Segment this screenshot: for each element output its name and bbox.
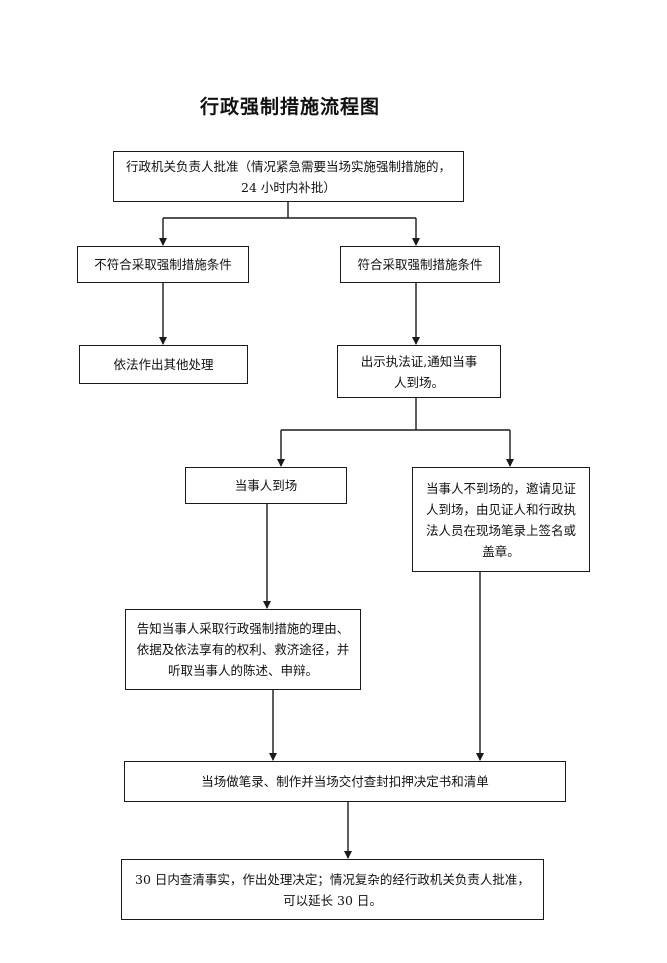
not-meet-conditions-box: 不符合采取强制措施条件 bbox=[77, 246, 249, 283]
other-handling-box: 依法作出其他处理 bbox=[79, 345, 248, 384]
show-certificate-box: 出示执法证,通知当事人到场。 bbox=[337, 345, 501, 398]
party-present-box: 当事人到场 bbox=[185, 467, 347, 504]
party-absent-box: 当事人不到场的，邀请见证人到场，由见证人和行政执法人员在现场笔录上签名或盖章。 bbox=[412, 467, 590, 572]
meet-conditions-box: 符合采取强制措施条件 bbox=[340, 246, 500, 283]
decision-box: 30 日内查清事实，作出处理决定；情况复杂的经行政机关负责人批准，可以延长 30… bbox=[121, 859, 544, 920]
approval-box: 行政机关负责人批准（情况紧急需要当场实施强制措施的，24 小时内补批） bbox=[113, 151, 464, 202]
page-title: 行政强制措施流程图 bbox=[199, 96, 380, 118]
inform-party-box: 告知当事人采取行政强制措施的理由、依据及依法享有的权利、救济途径，并听取当事人的… bbox=[125, 609, 361, 690]
record-box: 当场做笔录、制作并当场交付查封扣押决定书和清单 bbox=[124, 761, 566, 802]
